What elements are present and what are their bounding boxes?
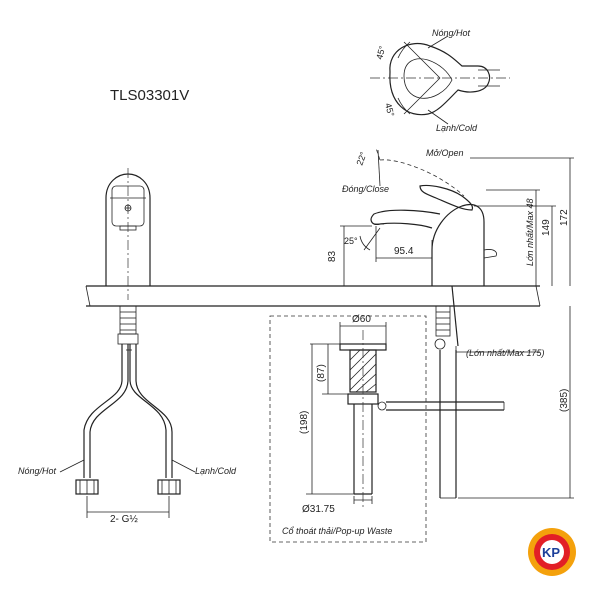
logo-text: KP: [542, 545, 560, 560]
hot-label-left: Nóng/Hot: [18, 466, 57, 476]
thread-label: 2- G½: [110, 514, 138, 525]
angle-22: 22°: [354, 150, 368, 167]
waste-dimensions: [306, 322, 387, 504]
side-view-faucet: [370, 147, 505, 499]
angle-45-bottom: 45°: [383, 102, 396, 118]
waste-box: [269, 315, 427, 543]
popup-waste: [339, 330, 387, 510]
dim-60: Ø60: [352, 314, 371, 325]
dim-31: Ø31.75: [302, 504, 335, 515]
dim-83: 83: [327, 250, 338, 262]
dim-172: 172: [559, 209, 570, 226]
dim-149: 149: [541, 219, 552, 236]
side-dimensions: [340, 149, 574, 499]
dim-385: (385): [559, 389, 570, 412]
cold-label-left: Lạnh/Cold: [195, 466, 237, 476]
waste-label: Cổ thoát thải/Pop-up Waste: [282, 526, 392, 536]
dim-max175: (Lớn nhất/Max 175): [466, 348, 544, 358]
hot-label-top: Nóng/Hot: [432, 28, 471, 38]
angle-25: 25°: [344, 236, 358, 246]
open-label: Mở/Open: [426, 148, 463, 158]
model-title: TLS03301V: [110, 87, 189, 104]
counter-top: [85, 285, 541, 307]
brand-logo: KP: [528, 528, 576, 576]
close-label: Đóng/Close: [342, 184, 389, 194]
angle-45-top: 45°: [374, 44, 387, 60]
cold-label-top: Lạnh/Cold: [436, 123, 478, 133]
top-view: [370, 35, 510, 125]
dim-87: (87): [316, 364, 327, 382]
front-view-faucet: [59, 168, 196, 518]
dim-max48: Lớn nhất/Max 48: [525, 199, 535, 266]
dim-95: 95.4: [394, 246, 414, 257]
dim-198: (198): [299, 411, 310, 434]
